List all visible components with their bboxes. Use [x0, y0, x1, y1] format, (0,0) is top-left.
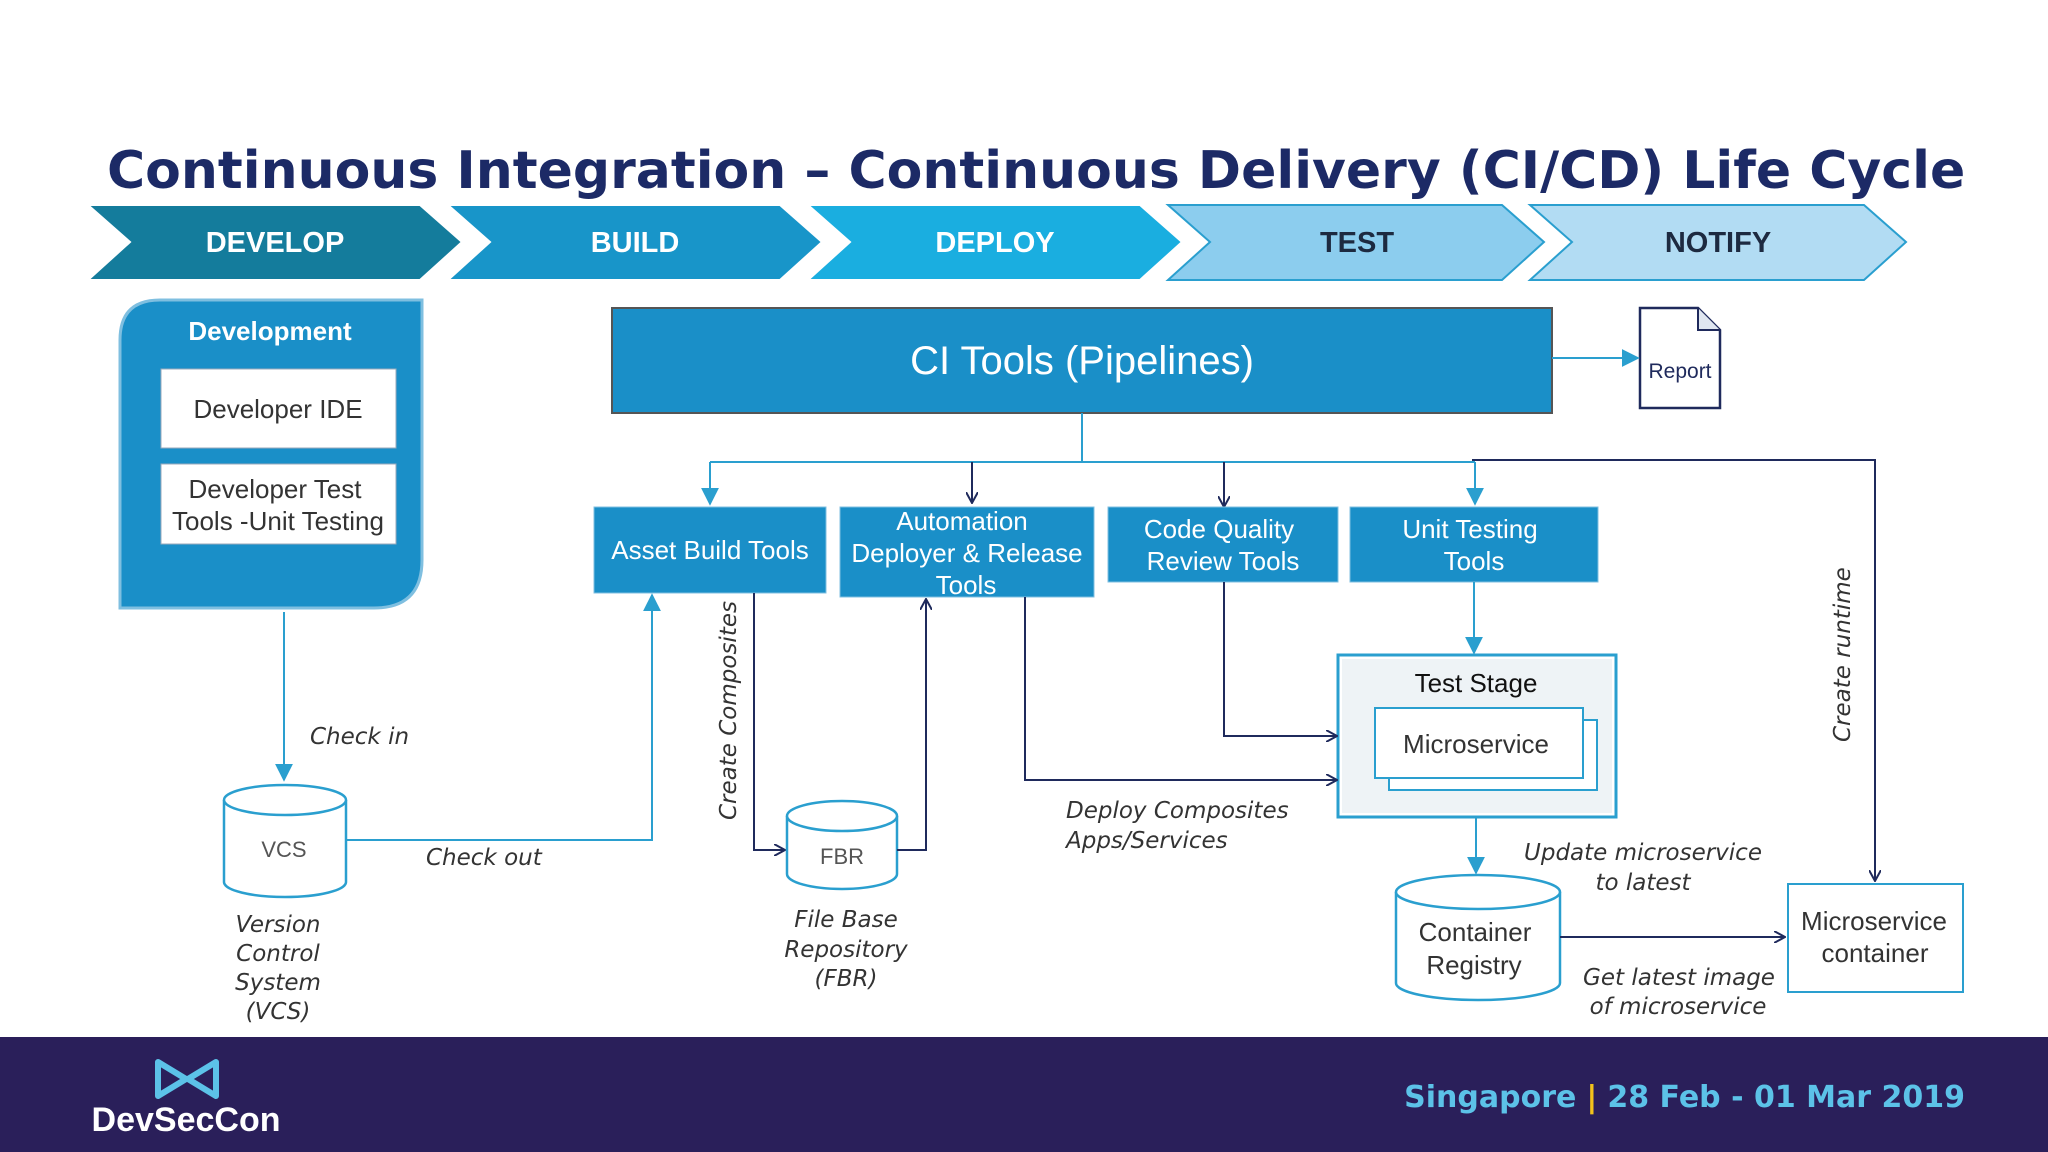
- stage-test-chevron: [1165, 204, 1546, 281]
- fbr-caption-line1: File Base: [794, 907, 897, 933]
- container-registry-line2: Registry: [1426, 950, 1521, 980]
- test-stage-microservice-label: Microservice: [1403, 729, 1549, 759]
- footer-brand: DevSecCon: [92, 1101, 281, 1139]
- ci-distribution-lines: [701, 413, 1875, 880]
- fbr-label: FBR: [820, 844, 864, 869]
- footer-location: Singapore: [1404, 1080, 1576, 1115]
- create-runtime-label: Create runtime: [1830, 567, 1856, 742]
- stage-develop-chevron: [85, 204, 464, 281]
- developer-test-tools-line1: Developer Test: [189, 474, 363, 504]
- test-stage-microservice-box: [1374, 707, 1584, 779]
- report-document: Report: [1638, 306, 1722, 410]
- automation-tools-line1: Automation: [896, 506, 1028, 536]
- stage-build-label: BUILD: [591, 227, 680, 259]
- check-out-label: Check out: [426, 845, 543, 871]
- check-out-arrow: [346, 593, 661, 841]
- update-microservice-line1: Update microservice: [1524, 840, 1762, 866]
- stage-test-label: TEST: [1320, 227, 1394, 259]
- stage-bar: DEVELOP BUILD DEPLOY TEST NOTIFY: [85, 204, 1908, 281]
- create-composites-label: Create Composites: [716, 601, 742, 820]
- vcs-caption-line4: (VCS): [246, 999, 311, 1025]
- microservice-container-box: [1787, 883, 1964, 993]
- devseccon-logo-icon: [155, 1059, 219, 1099]
- vcs-caption-line3: System: [235, 970, 321, 996]
- fbr-caption-line3: (FBR): [815, 966, 878, 992]
- unit-testing-tools-line1: Unit Testing: [1402, 514, 1537, 544]
- fbr-to-automation-arrow: [897, 600, 926, 851]
- vcs-caption-line1: Version: [235, 912, 320, 938]
- stage-notify-chevron: [1527, 204, 1908, 281]
- container-registry-line1: Container: [1419, 917, 1532, 947]
- footer-event-info: Singapore | 28 Feb - 01 Mar 2019: [1404, 1080, 1965, 1115]
- automation-tools-line2: Deployer & Release: [851, 538, 1082, 568]
- slide-title: Continuous Integration – Continuous Deli…: [107, 141, 1965, 201]
- fbr-caption-line2: Repository: [784, 937, 908, 963]
- developer-ide-label: Developer IDE: [193, 394, 362, 424]
- automation-tools-box: [839, 506, 1095, 598]
- microservice-container-line2: container: [1822, 938, 1929, 968]
- code-quality-to-test-stage: [1223, 582, 1336, 736]
- deploy-composites-line2: Apps/Services: [1064, 828, 1228, 854]
- unit-testing-tools-box: [1349, 506, 1599, 583]
- deploy-composites-line1: Deploy Composites: [1066, 798, 1289, 824]
- stage-deploy-chevron: [805, 204, 1184, 281]
- code-quality-tools-box: [1107, 506, 1339, 583]
- vcs-cylinder: VCS: [222, 783, 348, 899]
- create-composites-arrow: [753, 593, 784, 850]
- microservice-container-line1: Microservice: [1801, 906, 1947, 936]
- unit-testing-tools-line2: Tools: [1444, 546, 1505, 576]
- stage-build-chevron: [445, 204, 824, 281]
- container-registry-cylinder: Container Registry: [1394, 873, 1562, 1002]
- automation-to-test-stage: [1024, 597, 1336, 780]
- code-quality-tools-line2: Review Tools: [1147, 546, 1300, 576]
- stage-notify-label: NOTIFY: [1665, 227, 1771, 259]
- fbr-cylinder: FBR: [785, 799, 899, 891]
- stage-develop-label: DEVELOP: [206, 227, 345, 259]
- footer-separator: |: [1586, 1080, 1597, 1115]
- footer-bar: [0, 1037, 2048, 1152]
- get-latest-line1: Get latest image: [1583, 965, 1775, 991]
- update-microservice-line2: to latest: [1595, 870, 1691, 896]
- vcs-caption-line2: Control: [236, 941, 320, 967]
- stage-deploy-label: DEPLOY: [935, 227, 1054, 259]
- get-latest-line2: of microservice: [1590, 994, 1767, 1020]
- asset-build-tools-box: [593, 506, 827, 594]
- developer-test-tools-box: [160, 463, 397, 545]
- report-label: Report: [1648, 360, 1711, 383]
- vcs-label: VCS: [261, 837, 306, 862]
- automation-tools-line3: Tools: [936, 570, 997, 600]
- developer-ide-box: [160, 368, 397, 449]
- development-panel: Development Developer IDE Developer Test…: [118, 298, 424, 610]
- code-quality-tools-line1: Code Quality: [1144, 514, 1294, 544]
- ci-tools-label: CI Tools (Pipelines): [910, 339, 1254, 383]
- footer-dates: 28 Feb - 01 Mar 2019: [1607, 1080, 1965, 1115]
- asset-build-tools-label: Asset Build Tools: [611, 535, 809, 565]
- developer-test-tools-line2: Tools -Unit Testing: [172, 506, 384, 536]
- test-stage: Test Stage Microservice: [1336, 653, 1618, 819]
- test-stage-title: Test Stage: [1415, 668, 1538, 698]
- development-title: Development: [188, 316, 352, 346]
- check-in-label: Check in: [310, 724, 409, 750]
